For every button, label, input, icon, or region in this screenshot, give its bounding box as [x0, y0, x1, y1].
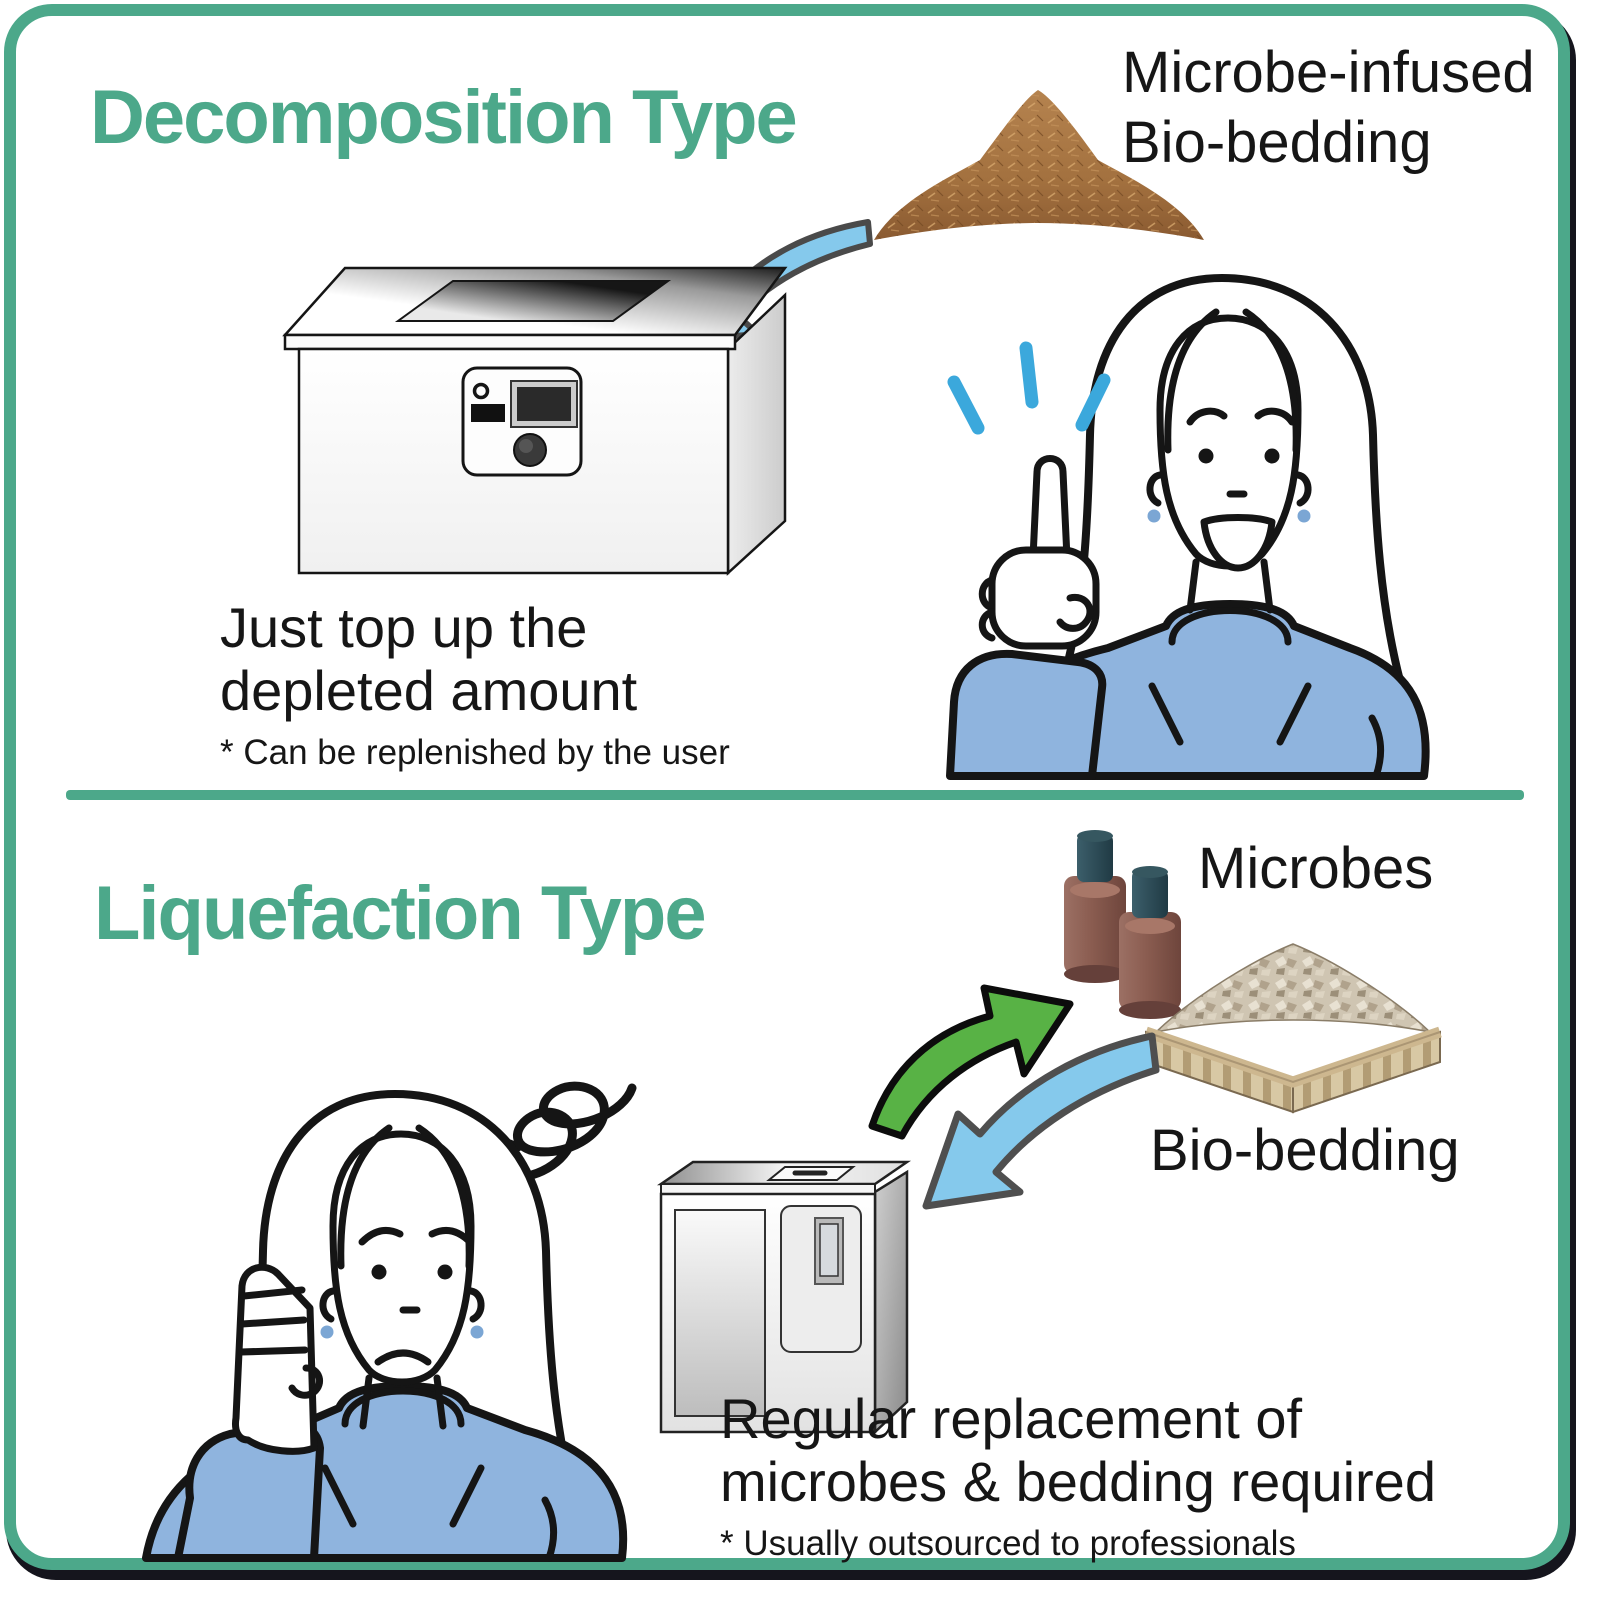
- liquefaction-caption: Regular replacement of microbes & beddin…: [720, 1387, 1436, 1564]
- liquefaction-heading: Liquefaction Type: [94, 871, 707, 956]
- remove-arrow-icon: [868, 984, 1074, 1140]
- liquefaction-composter-illustration: [656, 1160, 912, 1435]
- liquefaction-note: * Usually outsourced to professionals: [720, 1524, 1296, 1564]
- decomposition-note: * Can be replenished by the user: [220, 733, 730, 773]
- section-divider: [66, 790, 1524, 800]
- decomposition-caption-line2: depleted amount: [220, 658, 638, 722]
- decomposition-caption: Just top up the depleted amount * Can be…: [220, 596, 730, 773]
- worried-woman-illustration: [142, 1081, 637, 1562]
- bio-bedding-label: Bio-bedding: [1150, 1118, 1460, 1183]
- liquefaction-caption-line2: microbes & bedding required: [720, 1449, 1436, 1513]
- microbes-label: Microbes: [1198, 836, 1434, 901]
- bedding-label-line1: Microbe-infused: [1122, 40, 1535, 105]
- happy-woman-illustration: [946, 274, 1430, 780]
- microbe-bottles-illustration: [1064, 830, 1181, 1019]
- liquefaction-caption-line1: Regular replacement of: [720, 1387, 1303, 1450]
- bedding-basket-illustration: [1144, 943, 1442, 1114]
- decomposition-caption-line1: Just top up the: [220, 596, 588, 659]
- decomposition-heading: Decomposition Type: [90, 75, 798, 160]
- bedding-label-line2: Bio-bedding: [1122, 109, 1432, 175]
- decomposition-composter-illustration: [282, 266, 788, 576]
- refill-arrow-icon: [922, 1032, 1160, 1210]
- bedding-pile-illustration: [874, 90, 1204, 240]
- bedding-label: Microbe-infused Bio-bedding: [1122, 38, 1535, 177]
